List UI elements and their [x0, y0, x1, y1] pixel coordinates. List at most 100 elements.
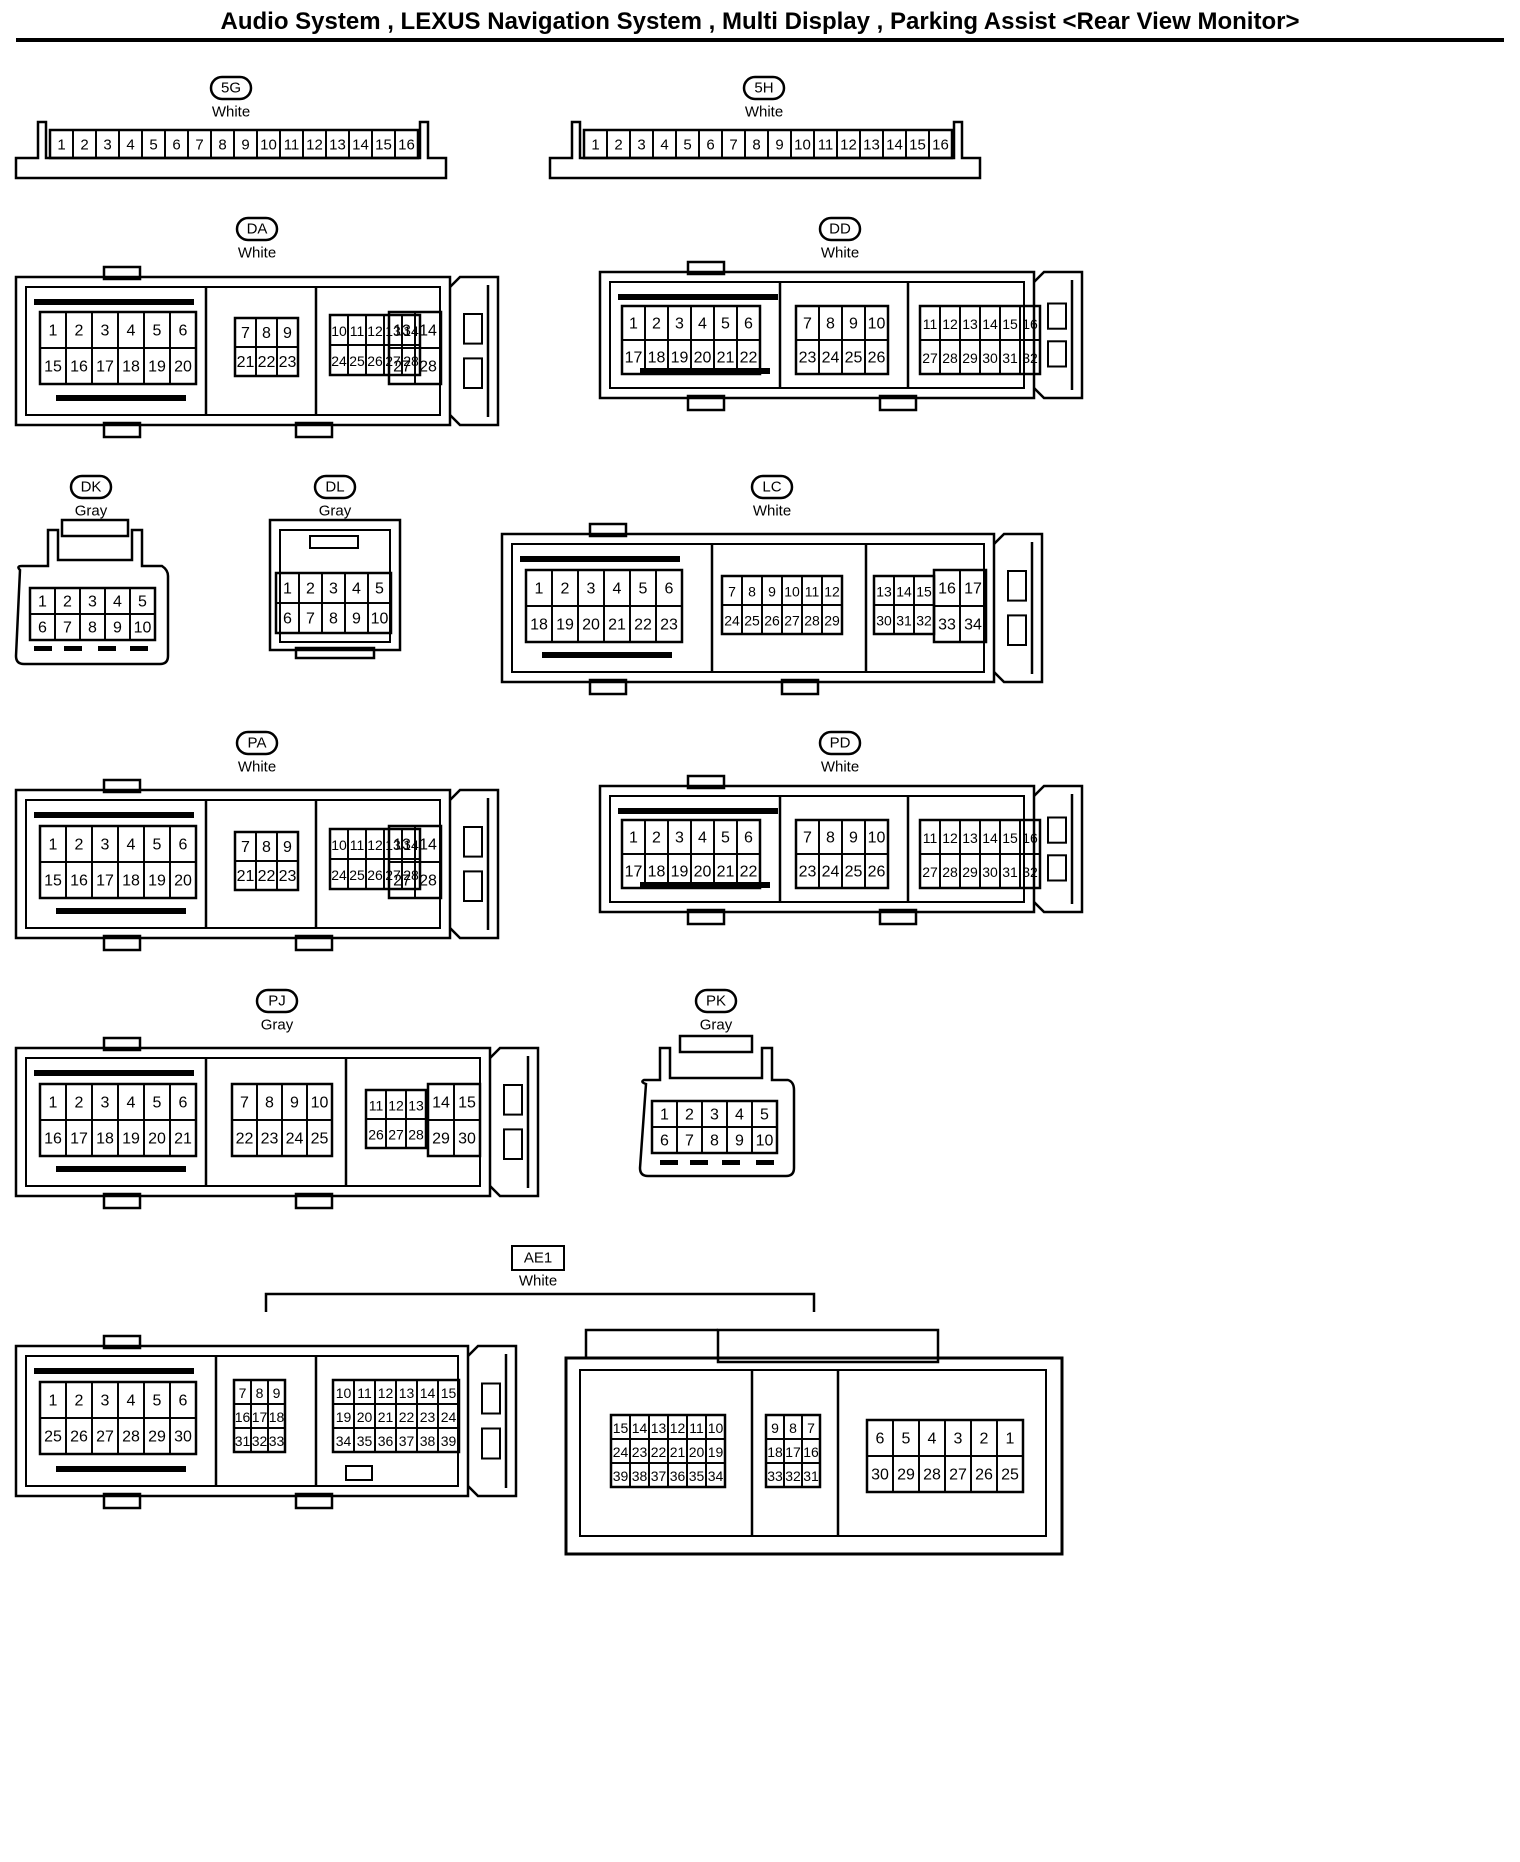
housing-slot	[756, 1160, 774, 1165]
pin-number: 15	[916, 584, 932, 600]
connector-code-badge	[209, 75, 253, 101]
pin-cell	[394, 129, 419, 159]
housing-rail	[56, 908, 186, 914]
pin-cell	[996, 1455, 1024, 1493]
housing-latch	[102, 934, 142, 952]
pin-number: 25	[845, 350, 863, 367]
pin-number: 1	[1006, 1431, 1015, 1448]
housing-latch	[102, 421, 142, 439]
housing-slot	[722, 1160, 740, 1165]
pin-number: 29	[962, 864, 978, 880]
pin-number: 9	[283, 839, 292, 856]
pin-number: 2	[75, 323, 84, 340]
housing-outline	[598, 784, 1036, 914]
housing-cap	[449, 788, 500, 940]
connector-color: White	[238, 759, 276, 776]
connector-code-badge	[313, 474, 357, 500]
pin-number: 4	[735, 1107, 744, 1124]
pin-number: 19	[671, 350, 689, 367]
pin-number: 24	[822, 350, 840, 367]
housing-latch	[878, 908, 918, 926]
pin-number: 25	[349, 353, 365, 369]
housing-latch	[102, 1036, 142, 1052]
strip-housing	[14, 120, 448, 180]
pin-number: 21	[717, 864, 735, 881]
pin-number: 7	[729, 137, 737, 154]
pin-number: 11	[350, 837, 365, 853]
pin-number: 10	[331, 323, 347, 339]
pin-number: 1	[38, 594, 47, 611]
pin-number: 18	[648, 350, 666, 367]
pin-number: 18	[122, 873, 140, 890]
pin-number: 9	[735, 1133, 744, 1150]
pin-number: 20	[357, 1409, 373, 1425]
pin-number: 14	[352, 137, 369, 154]
pin-number: 21	[717, 350, 735, 367]
pin-number: 12	[840, 137, 857, 154]
connector-code-badge	[750, 474, 794, 500]
pin-number: 6	[179, 323, 188, 340]
pin-number: 9	[771, 1420, 779, 1436]
pin-number: 6	[660, 1133, 669, 1150]
pin-number: 5	[902, 1431, 911, 1448]
pin-number: 17	[252, 1409, 268, 1425]
pin-number: 11	[689, 1420, 704, 1436]
housing-latch	[294, 1192, 334, 1210]
housing-cap	[993, 532, 1044, 684]
pin-number: 9	[352, 611, 361, 628]
pin-number: 34	[964, 617, 982, 634]
pin-number: 5	[153, 1095, 162, 1112]
pin-number: 5	[639, 581, 648, 598]
housing-latch	[686, 394, 726, 412]
pin-cell	[655, 605, 683, 643]
pin-number: 22	[740, 350, 758, 367]
pin-number: 16	[1022, 316, 1038, 332]
pin-number: 11	[369, 1098, 384, 1114]
pin-number: 12	[942, 830, 958, 846]
pin-number: 27	[922, 864, 938, 880]
connector-color: Gray	[75, 503, 108, 520]
pin-number: 1	[49, 837, 58, 854]
pin-number: 7	[803, 830, 812, 847]
pin-number: 12	[942, 316, 958, 332]
pin-number: 12	[388, 1098, 404, 1114]
pin-number: 24	[613, 1444, 629, 1460]
pin-cell	[959, 605, 987, 643]
pin-number: 32	[1022, 350, 1038, 366]
pin-number: 1	[629, 316, 638, 333]
housing-outline	[564, 1356, 1064, 1556]
housing-rail	[34, 1070, 194, 1076]
pin-cell	[405, 1118, 427, 1149]
housing-outline	[268, 518, 402, 652]
pin-number: 28	[804, 613, 820, 629]
pin-number: 20	[174, 873, 192, 890]
pin-number: 4	[127, 1095, 136, 1112]
pin-number: 8	[748, 584, 756, 600]
housing-latch	[588, 522, 628, 538]
housing-window	[463, 826, 483, 858]
pin-number: 7	[239, 1385, 247, 1401]
pin-number: 1	[49, 1393, 58, 1410]
pin-number: 9	[283, 325, 292, 342]
pin-number: 25	[1001, 1467, 1019, 1484]
pin-number: 12	[378, 1385, 394, 1401]
housing-latch	[102, 1334, 142, 1350]
pin-number: 8	[826, 316, 835, 333]
housing-rail	[34, 1368, 194, 1374]
